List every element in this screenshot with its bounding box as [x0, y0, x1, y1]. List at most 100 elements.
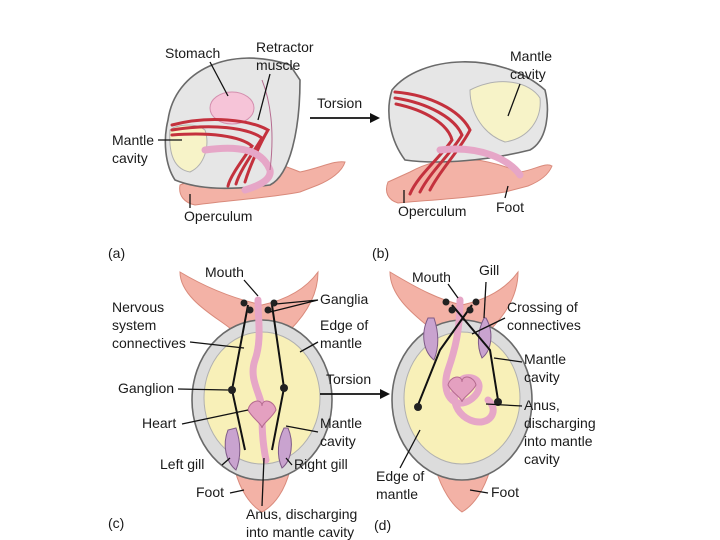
label-mouth-c: Mouth	[205, 264, 244, 280]
snail-b-muscle-fiber	[394, 102, 454, 196]
snail-b-mantle-cavity	[469, 81, 541, 143]
leader-crossing	[471, 317, 506, 335]
leader-mantle-c	[285, 425, 319, 433]
label-edge-c-2: mantle	[320, 335, 362, 351]
snail-d-ganglia	[442, 298, 450, 306]
leader-edge-d	[399, 429, 421, 469]
label-left-gill: Left gill	[160, 456, 204, 472]
label-anus-d-4: cavity	[524, 451, 560, 467]
label-edge-c-1: Edge of	[320, 317, 368, 333]
snail-d-foot	[435, 469, 491, 513]
label-retractor-1: Retractor	[256, 39, 314, 55]
leader-mouth-c	[243, 279, 259, 297]
label-mantle-b-2: cavity	[510, 66, 546, 82]
panel-tag-d: (d)	[374, 517, 391, 533]
snail-b-retractor-muscle	[393, 90, 472, 192]
snail-d-connective-crossing-1	[451, 304, 499, 401]
label-stomach: Stomach	[165, 45, 220, 61]
leader-edge-c	[299, 341, 319, 353]
torsion-arrow-bottom: Torsion	[320, 371, 390, 399]
snail-d-gut	[442, 296, 497, 426]
snail-d-ganglion-left	[414, 403, 422, 411]
label-ganglia: Ganglia	[320, 291, 368, 307]
snail-a-mantle-cavity	[169, 124, 208, 173]
snail-a-muscle-fiber	[170, 132, 254, 188]
snail-b-gut	[436, 145, 524, 179]
snail-b-muscle-fiber	[393, 96, 464, 194]
panel-b: Mantle cavity Operculum Foot (b)	[372, 48, 553, 261]
label-operculum-b: Operculum	[398, 203, 466, 219]
label-retractor-2: muscle	[256, 57, 301, 73]
label-mantle-d-2: cavity	[524, 369, 560, 385]
label-nervous-2: system	[112, 317, 156, 333]
leader-gill	[483, 281, 487, 319]
label-mantle-b-1: Mantle	[510, 48, 552, 64]
leader-ganglia	[269, 299, 319, 313]
leader-mantle-b	[507, 83, 521, 117]
label-anus-d-1: Anus,	[524, 397, 560, 413]
snail-c-ganglia	[264, 306, 272, 314]
snail-a-retractor-muscle	[170, 118, 271, 184]
torsion-arrow-top: Torsion	[310, 95, 380, 123]
panel-a: Stomach Retractor muscle Mantle cavity O…	[108, 39, 346, 261]
label-operculum-a: Operculum	[184, 208, 252, 224]
arrow-top-head	[370, 113, 380, 123]
panel-tag-a: (a)	[108, 245, 125, 261]
snail-d-connective-crossing-2	[417, 304, 473, 406]
leader-foot-c	[229, 489, 245, 494]
label-anus-d-3: into mantle	[524, 433, 593, 449]
snail-a-visceral-line	[261, 79, 273, 171]
label-foot-b: Foot	[496, 199, 524, 215]
label-crossing-2: connectives	[507, 317, 581, 333]
snail-a-muscle-fiber	[170, 125, 264, 186]
label-crossing-1: Crossing of	[507, 299, 578, 315]
label-mantle-d-1: Mantle	[524, 351, 566, 367]
leader-stomach	[209, 61, 229, 97]
snail-d-heart	[447, 376, 477, 403]
label-gill: Gill	[479, 262, 499, 278]
label-edge-d-2: mantle	[376, 486, 418, 502]
label-mantle-c-2: cavity	[320, 433, 356, 449]
leader-left-gill	[221, 457, 231, 466]
snail-c-ganglia	[246, 306, 254, 314]
label-ganglion: Ganglion	[118, 380, 174, 396]
label-right-gill: Right gill	[294, 456, 348, 472]
leader-anus-d	[485, 403, 523, 407]
label-mantle-a-1: Mantle	[112, 132, 154, 148]
panel-tag-c: (c)	[108, 515, 124, 531]
label-foot-d: Foot	[491, 484, 519, 500]
leader-heart	[181, 409, 249, 425]
panel-c: Mouth Ganglia Nervous system connectives…	[108, 264, 368, 540]
arrow-bottom-head	[380, 389, 390, 399]
snail-d-gill-left	[423, 317, 439, 361]
panel-d: Mouth Gill Crossing of connectives Mantl…	[374, 262, 596, 533]
snail-c-ganglia	[270, 299, 278, 307]
leader-mantle-d	[493, 357, 523, 363]
leader-retractor	[257, 73, 271, 121]
label-nervous-3: connectives	[112, 335, 186, 351]
snail-c-head	[179, 270, 319, 331]
snail-d-ganglia	[472, 298, 480, 306]
snail-d-ganglia	[466, 306, 474, 314]
label-mantle-a-2: cavity	[112, 150, 148, 166]
snail-c-heart	[247, 400, 277, 429]
snail-c-ganglion-right	[280, 384, 288, 392]
label-mouth-d: Mouth	[412, 269, 451, 285]
label-heart: Heart	[142, 415, 176, 431]
leader-foot-d	[469, 489, 489, 494]
label-edge-d-1: Edge of	[376, 468, 424, 484]
label-mantle-c-1: Mantle	[320, 415, 362, 431]
snail-a-stomach	[209, 91, 255, 125]
label-foot-c: Foot	[196, 484, 224, 500]
label-anus-c-2: into mantle cavity	[246, 524, 354, 540]
label-nervous-1: Nervous	[112, 299, 164, 315]
arrow-bottom-label: Torsion	[326, 371, 371, 387]
leader-mouth-d	[447, 283, 459, 299]
snail-d-ganglia	[448, 306, 456, 314]
leader-foot-b	[504, 185, 509, 199]
snail-c-gut	[249, 296, 270, 464]
snail-c-ganglia	[240, 299, 248, 307]
leader-right-gill	[285, 457, 293, 466]
